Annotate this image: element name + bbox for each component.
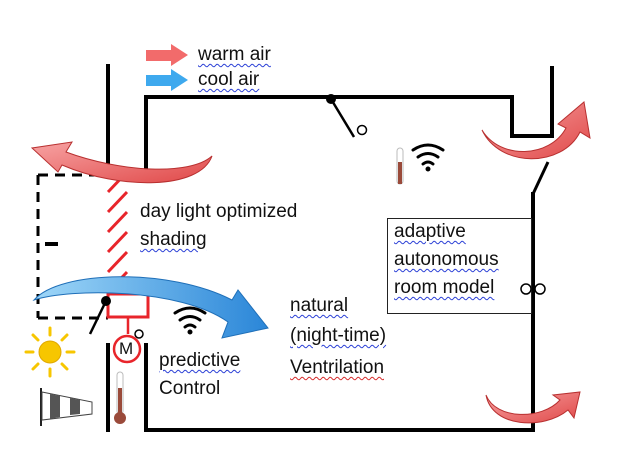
model-label-line2: autonomous (394, 249, 499, 270)
shading-label-line2: shading (140, 229, 207, 250)
window-actuator (88, 292, 150, 339)
warm-air-arrow-left (30, 141, 213, 184)
right-window-sash (531, 161, 550, 195)
warm-air-arrow-bottom-right (485, 391, 581, 424)
motor-label: M (119, 339, 134, 358)
windsock-icon (40, 388, 93, 426)
legend-cool-label: cool air (198, 69, 260, 90)
natural-label-line3: Ventrilation (290, 357, 385, 378)
building-walls (106, 64, 554, 432)
wifi-icon (173, 306, 207, 335)
room-model-box (387, 218, 532, 314)
ceiling-vent (326, 94, 368, 138)
predictive-label-line1: predictive (159, 350, 241, 371)
natural-label-line2: (night-time) (290, 325, 387, 346)
model-label-line3: room model (394, 277, 495, 298)
sun-icon (24, 326, 76, 378)
wifi-icon (411, 143, 445, 172)
natural-label-line1: natural (290, 295, 349, 316)
model-label-line1: adaptive (394, 221, 466, 242)
legend-warm-label: warm air (198, 44, 271, 65)
legend-cool-arrow (146, 69, 188, 91)
thermometer-icon (114, 371, 126, 424)
predictive-label-line2: Control (159, 378, 221, 399)
thermometer-icon (396, 147, 404, 185)
cool-air-arrow (32, 276, 269, 339)
legend-warm-arrow (146, 44, 188, 66)
shading-lamellae (106, 170, 129, 294)
motor-icon (112, 334, 142, 364)
warm-air-arrow-top-right (481, 101, 591, 160)
shading-label-line1: day light optimized (140, 201, 298, 222)
